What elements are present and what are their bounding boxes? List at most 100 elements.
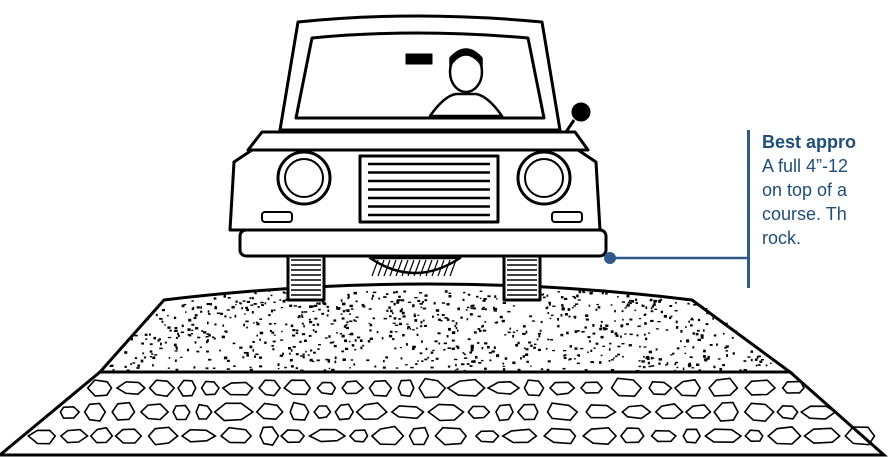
gravel-particle	[652, 305, 654, 307]
gravel-particle	[503, 368, 505, 370]
gravel-particle	[214, 323, 216, 325]
gravel-particle	[723, 333, 725, 335]
gravel-particle	[257, 335, 259, 337]
gravel-particle	[448, 328, 451, 331]
gravel-particle	[449, 295, 452, 298]
gravel-particle	[505, 357, 508, 360]
gravel-particle	[310, 359, 313, 360]
gravel-particle	[586, 318, 588, 320]
gravel-particle	[625, 307, 627, 308]
gravel-particle	[300, 355, 302, 357]
gravel-particle	[299, 306, 301, 308]
left-parking-light	[262, 212, 292, 222]
gravel-particle	[424, 325, 427, 327]
gravel-particle	[480, 291, 483, 293]
gravel-particle	[664, 315, 667, 318]
gravel-particle	[141, 360, 144, 363]
gravel-particle	[588, 336, 591, 338]
gravel-particle	[394, 317, 397, 319]
gravel-particle	[493, 307, 495, 309]
gravel-particle	[438, 319, 441, 321]
gravel-particle	[472, 360, 475, 363]
gravel-particle	[437, 314, 439, 316]
gravel-particle	[349, 341, 351, 342]
gravel-particle	[512, 335, 514, 338]
gravel-particle	[547, 339, 549, 341]
gravel-particle	[530, 345, 532, 347]
gravel-particle	[541, 368, 543, 370]
gravel-particle	[150, 343, 153, 345]
gravel-particle	[290, 359, 293, 362]
gravel-particle	[496, 298, 498, 299]
gravel-particle	[561, 314, 563, 316]
gravel-particle	[614, 320, 616, 322]
gravel-particle	[357, 337, 360, 339]
gravel-particle	[142, 353, 144, 355]
gravel-particle	[316, 303, 318, 305]
gravel-particle	[406, 343, 408, 346]
gravel-particle	[574, 316, 577, 318]
gravel-particle	[260, 332, 264, 335]
gravel-particle	[303, 325, 305, 327]
gravel-particle	[538, 349, 541, 351]
gravel-particle	[180, 357, 182, 358]
gravel-particle	[468, 294, 471, 296]
gravel-particle	[464, 370, 466, 371]
gravel-particle	[683, 368, 685, 371]
gravel-particle	[686, 339, 689, 341]
gravel-particle	[675, 362, 678, 363]
gravel-particle	[438, 343, 440, 345]
gravel-particle	[305, 351, 307, 353]
gravel-particle	[739, 369, 742, 371]
gravel-particle	[639, 346, 641, 348]
gravel-particle	[309, 321, 312, 323]
gravel-particle	[563, 368, 566, 370]
vehicle	[230, 16, 606, 300]
gravel-particle	[278, 368, 280, 369]
gravel-particle	[758, 364, 760, 366]
gravel-particle	[299, 341, 301, 343]
gravel-particle	[585, 314, 588, 317]
gravel-particle	[342, 335, 344, 337]
gravel-particle	[403, 315, 406, 317]
gravel-particle	[548, 302, 551, 304]
gravel-particle	[643, 356, 645, 358]
gravel-particle	[489, 360, 491, 362]
gravel-particle	[304, 340, 307, 342]
gravel-particle	[283, 300, 286, 303]
gravel-particle	[471, 305, 474, 307]
gravel-particle	[386, 310, 388, 312]
gravel-particle	[690, 324, 693, 326]
base-rock-course	[0, 372, 884, 455]
gravel-particle	[346, 327, 349, 329]
gravel-particle	[244, 352, 247, 354]
gravel-particle	[492, 350, 495, 352]
gravel-particle	[224, 315, 226, 317]
gravel-particle	[421, 360, 423, 362]
hood	[248, 132, 588, 150]
gravel-particle	[393, 323, 396, 324]
gravel-particle	[317, 360, 320, 362]
gravel-particle	[646, 356, 649, 359]
gravel-particle	[494, 309, 497, 311]
gravel-particle	[620, 336, 622, 338]
gravel-particle	[318, 309, 321, 311]
gravel-particle	[378, 298, 380, 300]
gravel-particle	[188, 319, 191, 322]
gravel-particle	[197, 306, 200, 308]
gravel-particle	[382, 337, 384, 340]
gravel-particle	[661, 311, 663, 313]
gravel-particle	[315, 331, 317, 333]
gravel-particle	[273, 302, 276, 303]
gravel-particle	[644, 314, 646, 316]
gravel-particle	[442, 302, 445, 303]
gravel-particle	[478, 328, 481, 330]
gravel-particle	[288, 347, 291, 350]
gravel-particle	[331, 369, 334, 371]
gravel-particle	[431, 352, 434, 354]
gravel-particle	[398, 318, 400, 320]
gravel-particle	[463, 299, 465, 301]
gravel-particle	[174, 344, 177, 347]
gravel-particle	[350, 305, 353, 308]
gravel-particle	[373, 318, 376, 320]
